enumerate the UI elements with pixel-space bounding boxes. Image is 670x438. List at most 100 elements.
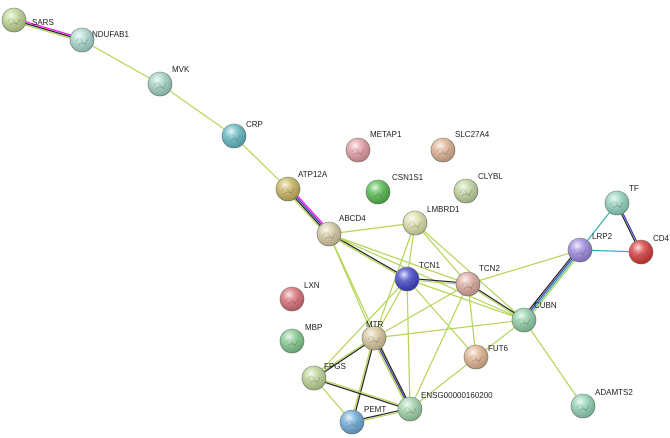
edge-lmbrd1-cubn[interactable] <box>414 222 525 321</box>
edge-tcn2-lrp2[interactable] <box>467 249 581 285</box>
edge-strand <box>371 338 410 411</box>
edge-tcn2-mtr[interactable] <box>373 283 469 339</box>
edge-strand <box>414 222 525 321</box>
edge-abcd4-tcn1[interactable] <box>328 232 408 281</box>
node-label: MTR <box>366 320 384 329</box>
edge-strand <box>373 337 411 410</box>
edge-abcd4-tcn2[interactable] <box>328 233 469 285</box>
edge-mtr-ensg00000160200[interactable] <box>371 336 413 411</box>
node-mbp[interactable]: MBP <box>279 323 322 354</box>
node-lrp2[interactable]: LRP2 <box>567 232 613 263</box>
edge-tcn1-fpgs[interactable] <box>313 278 408 379</box>
edge-strand <box>81 39 161 85</box>
node-cd4[interactable]: CD4 <box>628 234 670 265</box>
node-highlight <box>346 138 370 162</box>
edge-strand <box>524 249 582 322</box>
node-metap1[interactable]: METAP1 <box>345 130 402 163</box>
edge-strand <box>313 376 411 409</box>
node-sars[interactable]: SARS <box>1 7 54 33</box>
node-label: MBP <box>305 323 322 332</box>
node-ndufab1[interactable]: NDUFAB1 <box>69 27 129 53</box>
edge-cubn-lrp2[interactable] <box>521 247 583 323</box>
node-label: ABCD4 <box>339 214 366 223</box>
edge-strand <box>406 278 525 321</box>
edge-abcd4-cubn[interactable] <box>328 233 525 321</box>
edge-strand <box>313 278 408 379</box>
node-label: CD4 <box>653 234 670 243</box>
node-highlight <box>456 272 480 296</box>
edge-abcd4-lmbrd1[interactable] <box>328 222 416 235</box>
edge-crp-atp12a[interactable] <box>233 135 289 190</box>
node-label: ADAMTS2 <box>595 388 633 397</box>
node-label: CLYBL <box>478 172 503 181</box>
edge-tcn1-cubn[interactable] <box>406 278 525 321</box>
edge-strand <box>313 378 411 411</box>
node-highlight <box>148 72 172 96</box>
node-fpgs[interactable]: FPGS <box>301 362 346 391</box>
node-highlight <box>362 326 386 350</box>
node-label: CUBN <box>534 301 557 310</box>
node-highlight <box>276 177 300 201</box>
node-slc27a4[interactable]: SLC27A4 <box>430 130 490 163</box>
node-highlight <box>366 180 390 204</box>
node-clybl[interactable]: CLYBL <box>453 172 503 204</box>
node-highlight <box>302 366 326 390</box>
node-atp12a[interactable]: ATP12A <box>275 170 328 202</box>
node-highlight <box>464 345 488 369</box>
node-label: SARS <box>32 18 54 27</box>
node-label: NDUFAB1 <box>92 30 129 39</box>
edge-strand <box>328 232 408 279</box>
edge-ndufab1-mvk[interactable] <box>81 39 161 85</box>
node-highlight <box>512 308 536 332</box>
edge-strand <box>350 337 374 423</box>
edge-tcn2-ensg00000160200[interactable] <box>409 283 469 410</box>
edge-strand <box>159 83 235 137</box>
node-tcn1[interactable]: TCN1 <box>394 261 440 292</box>
node-label: TF <box>629 184 639 193</box>
node-abcd4[interactable]: ABCD4 <box>316 214 366 247</box>
edge-strand <box>373 222 416 339</box>
node-highlight <box>70 28 94 52</box>
edge-strand <box>328 222 416 235</box>
node-tf[interactable]: TF <box>604 184 639 216</box>
edge-strand <box>328 233 469 285</box>
node-highlight <box>568 238 592 262</box>
node-highlight <box>629 240 653 264</box>
edge-tcn1-ensg00000160200[interactable] <box>406 278 411 410</box>
node-mvk[interactable]: MVK <box>147 65 190 97</box>
node-lmbrd1[interactable]: LMBRD1 <box>402 205 460 236</box>
edge-lmbrd1-tcn2[interactable] <box>414 222 469 285</box>
edge-strand <box>233 135 289 190</box>
edge-cubn-mtr[interactable] <box>373 319 525 339</box>
node-highlight <box>340 410 364 434</box>
edge-strand <box>352 337 376 423</box>
edge-strand <box>328 234 408 281</box>
edge-fpgs-ensg00000160200[interactable] <box>313 376 411 411</box>
edge-tcn1-fut6[interactable] <box>406 278 477 358</box>
node-label: PEMT <box>364 405 386 414</box>
node-label: LXN <box>304 281 320 290</box>
edge-cubn-adamts2[interactable] <box>523 319 584 407</box>
edge-strand <box>467 249 581 285</box>
edge-lmbrd1-mtr[interactable] <box>373 222 416 339</box>
node-ensg00000160200[interactable]: ENSG00000160200 <box>397 391 493 422</box>
node-tcn2[interactable]: TCN2 <box>455 264 500 297</box>
node-label: CSN1S1 <box>392 173 424 182</box>
node-highlight <box>605 191 629 215</box>
node-label: CRP <box>246 120 263 129</box>
node-label: ENSG00000160200 <box>421 391 493 400</box>
edge-mvk-crp[interactable] <box>159 83 235 137</box>
edge-strand <box>414 222 469 285</box>
node-mtr[interactable]: MTR <box>361 320 387 351</box>
node-crp[interactable]: CRP <box>221 120 263 149</box>
node-pemt[interactable]: PEMT <box>339 405 386 435</box>
node-csn1s1[interactable]: CSN1S1 <box>365 173 424 205</box>
node-label: ATP12A <box>298 170 328 179</box>
node-fut6[interactable]: FUT6 <box>463 344 509 370</box>
node-cubn[interactable]: CUBN <box>511 301 557 333</box>
node-highlight <box>395 267 419 291</box>
edge-mtr-pemt[interactable] <box>350 337 376 423</box>
node-lxn[interactable]: LXN <box>279 281 320 312</box>
node-adamts2[interactable]: ADAMTS2 <box>570 388 633 419</box>
